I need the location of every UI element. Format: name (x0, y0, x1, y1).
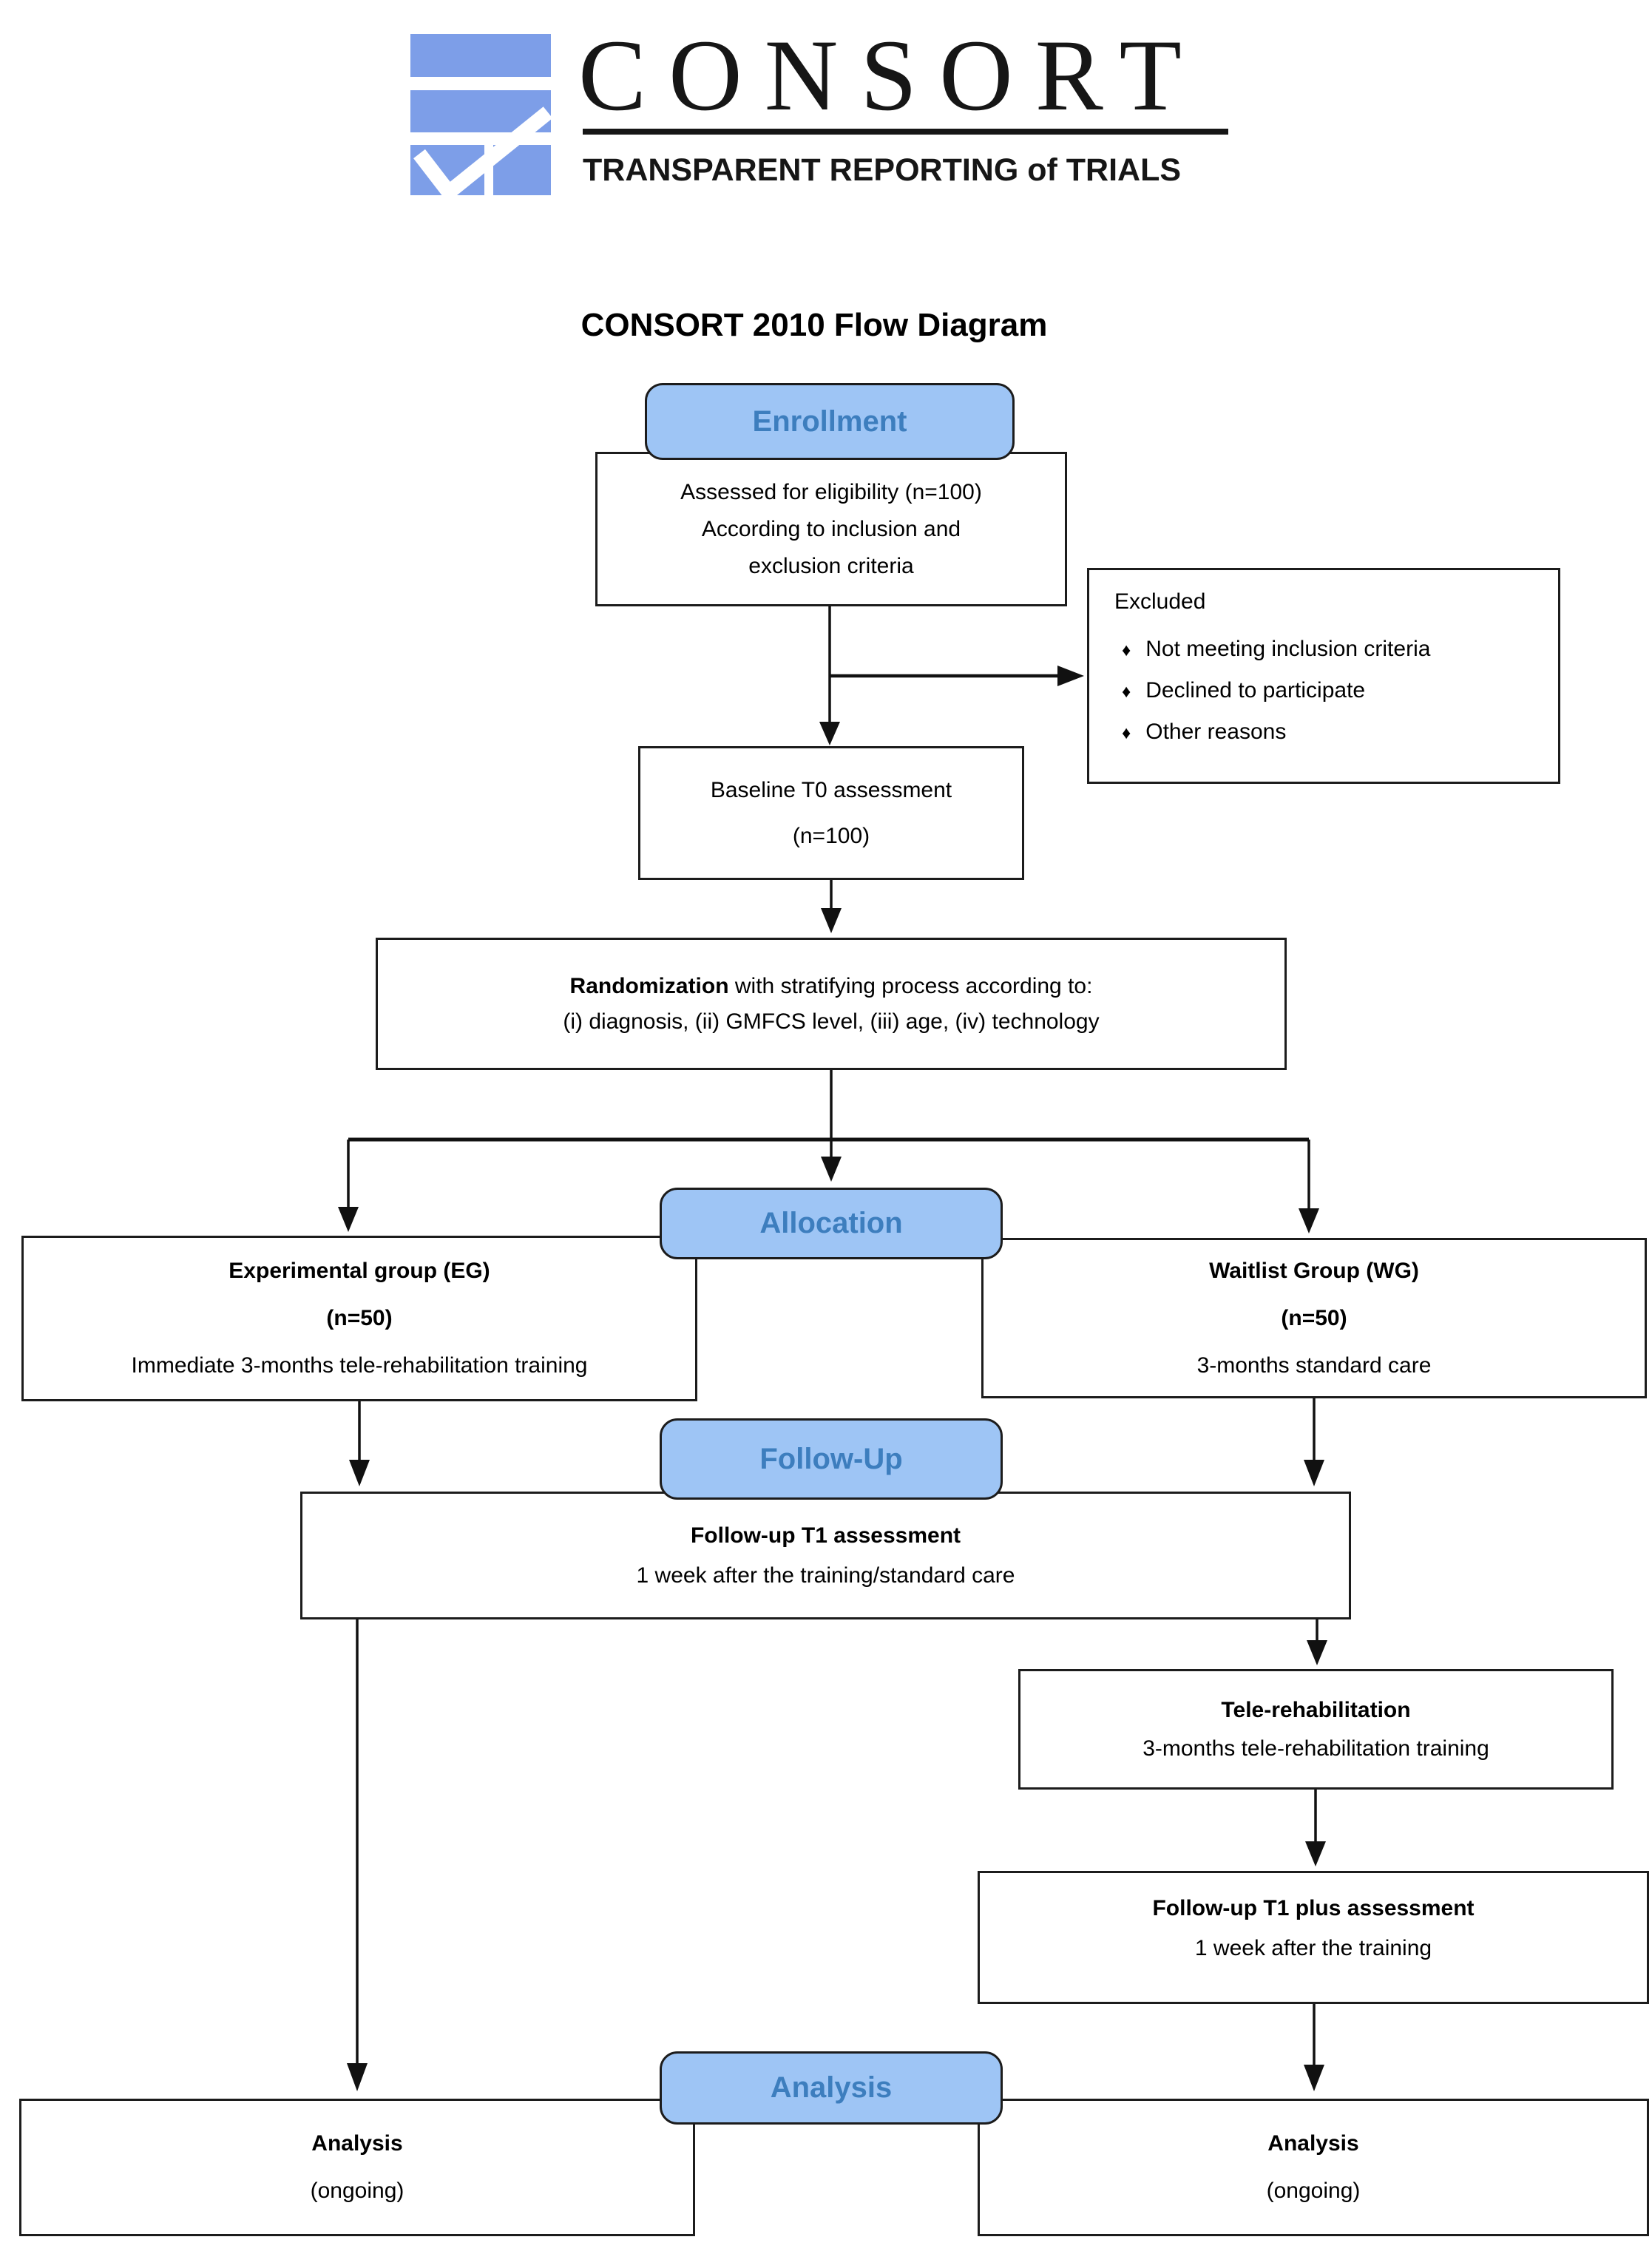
excluded-item-text: Declined to participate (1145, 678, 1366, 703)
assessed-line2: According to inclusion and (701, 516, 961, 541)
waitlist-line1: Waitlist Group (WG) (1209, 1258, 1419, 1283)
excluded-item: ♦ Not meeting inclusion criteria (1114, 629, 1430, 671)
box-analysis-right: Analysis (ongoing) (978, 2099, 1649, 2236)
diamond-bullet-icon: ♦ (1122, 640, 1131, 660)
box-followup-t1: Follow-up T1 assessment 1 week after the… (300, 1492, 1351, 1619)
analysis-right-line2: (ongoing) (1266, 2179, 1361, 2203)
box-followup-t1-plus: Follow-up T1 plus assessment 1 week afte… (978, 1871, 1649, 2004)
baseline-line2: (n=100) (792, 823, 870, 848)
telerehab-line2: 3-months tele-rehabilitation training (1142, 1736, 1489, 1761)
box-telerehabilitation: Tele-rehabilitation 3-months tele-rehabi… (1018, 1669, 1614, 1790)
box-baseline-t0: Baseline T0 assessment (n=100) (638, 746, 1024, 880)
experimental-line2: (n=50) (326, 1306, 393, 1330)
excluded-item: ♦ Declined to participate (1114, 671, 1365, 712)
followup-t1-plus-line1: Follow-up T1 plus assessment (1152, 1896, 1475, 1920)
box-excluded: Excluded ♦ Not meeting inclusion criteri… (1087, 568, 1560, 784)
baseline-line1: Baseline T0 assessment (710, 777, 952, 802)
analysis-left-line1: Analysis (311, 2131, 403, 2156)
box-randomization: Randomization with stratifying process a… (376, 938, 1287, 1070)
stage-label-followup: Follow-Up (660, 1418, 1003, 1500)
telerehab-line1: Tele-rehabilitation (1221, 1697, 1411, 1722)
diamond-bullet-icon: ♦ (1122, 682, 1131, 702)
logo-tagline: TRANSPARENT REPORTING of TRIALS (583, 152, 1182, 188)
randomization-line2: (i) diagnosis, (ii) GMFCS level, (iii) a… (563, 1009, 1100, 1034)
diamond-bullet-icon: ♦ (1122, 723, 1131, 743)
consort-logo-icon (410, 34, 551, 195)
assessed-line3: exclusion criteria (748, 553, 914, 578)
box-assessed-eligibility: Assessed for eligibility (n=100) Accordi… (595, 452, 1067, 606)
waitlist-line3: 3-months standard care (1196, 1353, 1432, 1378)
assessed-line1: Assessed for eligibility (n=100) (680, 479, 982, 504)
stage-label-analysis: Analysis (660, 2051, 1003, 2125)
stage-label-allocation: Allocation (660, 1188, 1003, 1259)
box-waitlist-group: Waitlist Group (WG) (n=50) 3-months stan… (981, 1238, 1647, 1398)
randomization-rest: with stratifying process according to: (728, 973, 1093, 998)
followup-t1-plus-line2: 1 week after the training (1194, 1936, 1432, 1960)
stage-label-enrollment: Enrollment (645, 383, 1015, 460)
box-analysis-left: Analysis (ongoing) (19, 2099, 695, 2236)
randomization-lead: Randomization (569, 973, 729, 998)
analysis-right-line1: Analysis (1267, 2131, 1359, 2156)
box-experimental-group: Experimental group (EG) (n=50) Immediate… (21, 1236, 697, 1401)
excluded-item-text: Not meeting inclusion criteria (1145, 637, 1431, 661)
excluded-item-text: Other reasons (1145, 720, 1287, 744)
followup-t1-line2: 1 week after the training/standard care (636, 1563, 1015, 1588)
experimental-line1: Experimental group (EG) (228, 1259, 490, 1283)
excluded-item: ♦ Other reasons (1114, 712, 1286, 754)
waitlist-line2: (n=50) (1281, 1305, 1347, 1330)
followup-t1-line1: Follow-up T1 assessment (690, 1523, 961, 1548)
experimental-line3: Immediate 3-months tele-rehabilitation t… (131, 1353, 588, 1378)
logo-wordmark: CONSORT (578, 18, 1204, 132)
page-title: CONSORT 2010 Flow Diagram (580, 307, 1048, 343)
analysis-left-line2: (ongoing) (310, 2179, 404, 2203)
logo-rule (583, 129, 1228, 135)
excluded-title: Excluded (1114, 589, 1206, 614)
randomization-line1: Randomization with stratifying process a… (570, 969, 1093, 1004)
